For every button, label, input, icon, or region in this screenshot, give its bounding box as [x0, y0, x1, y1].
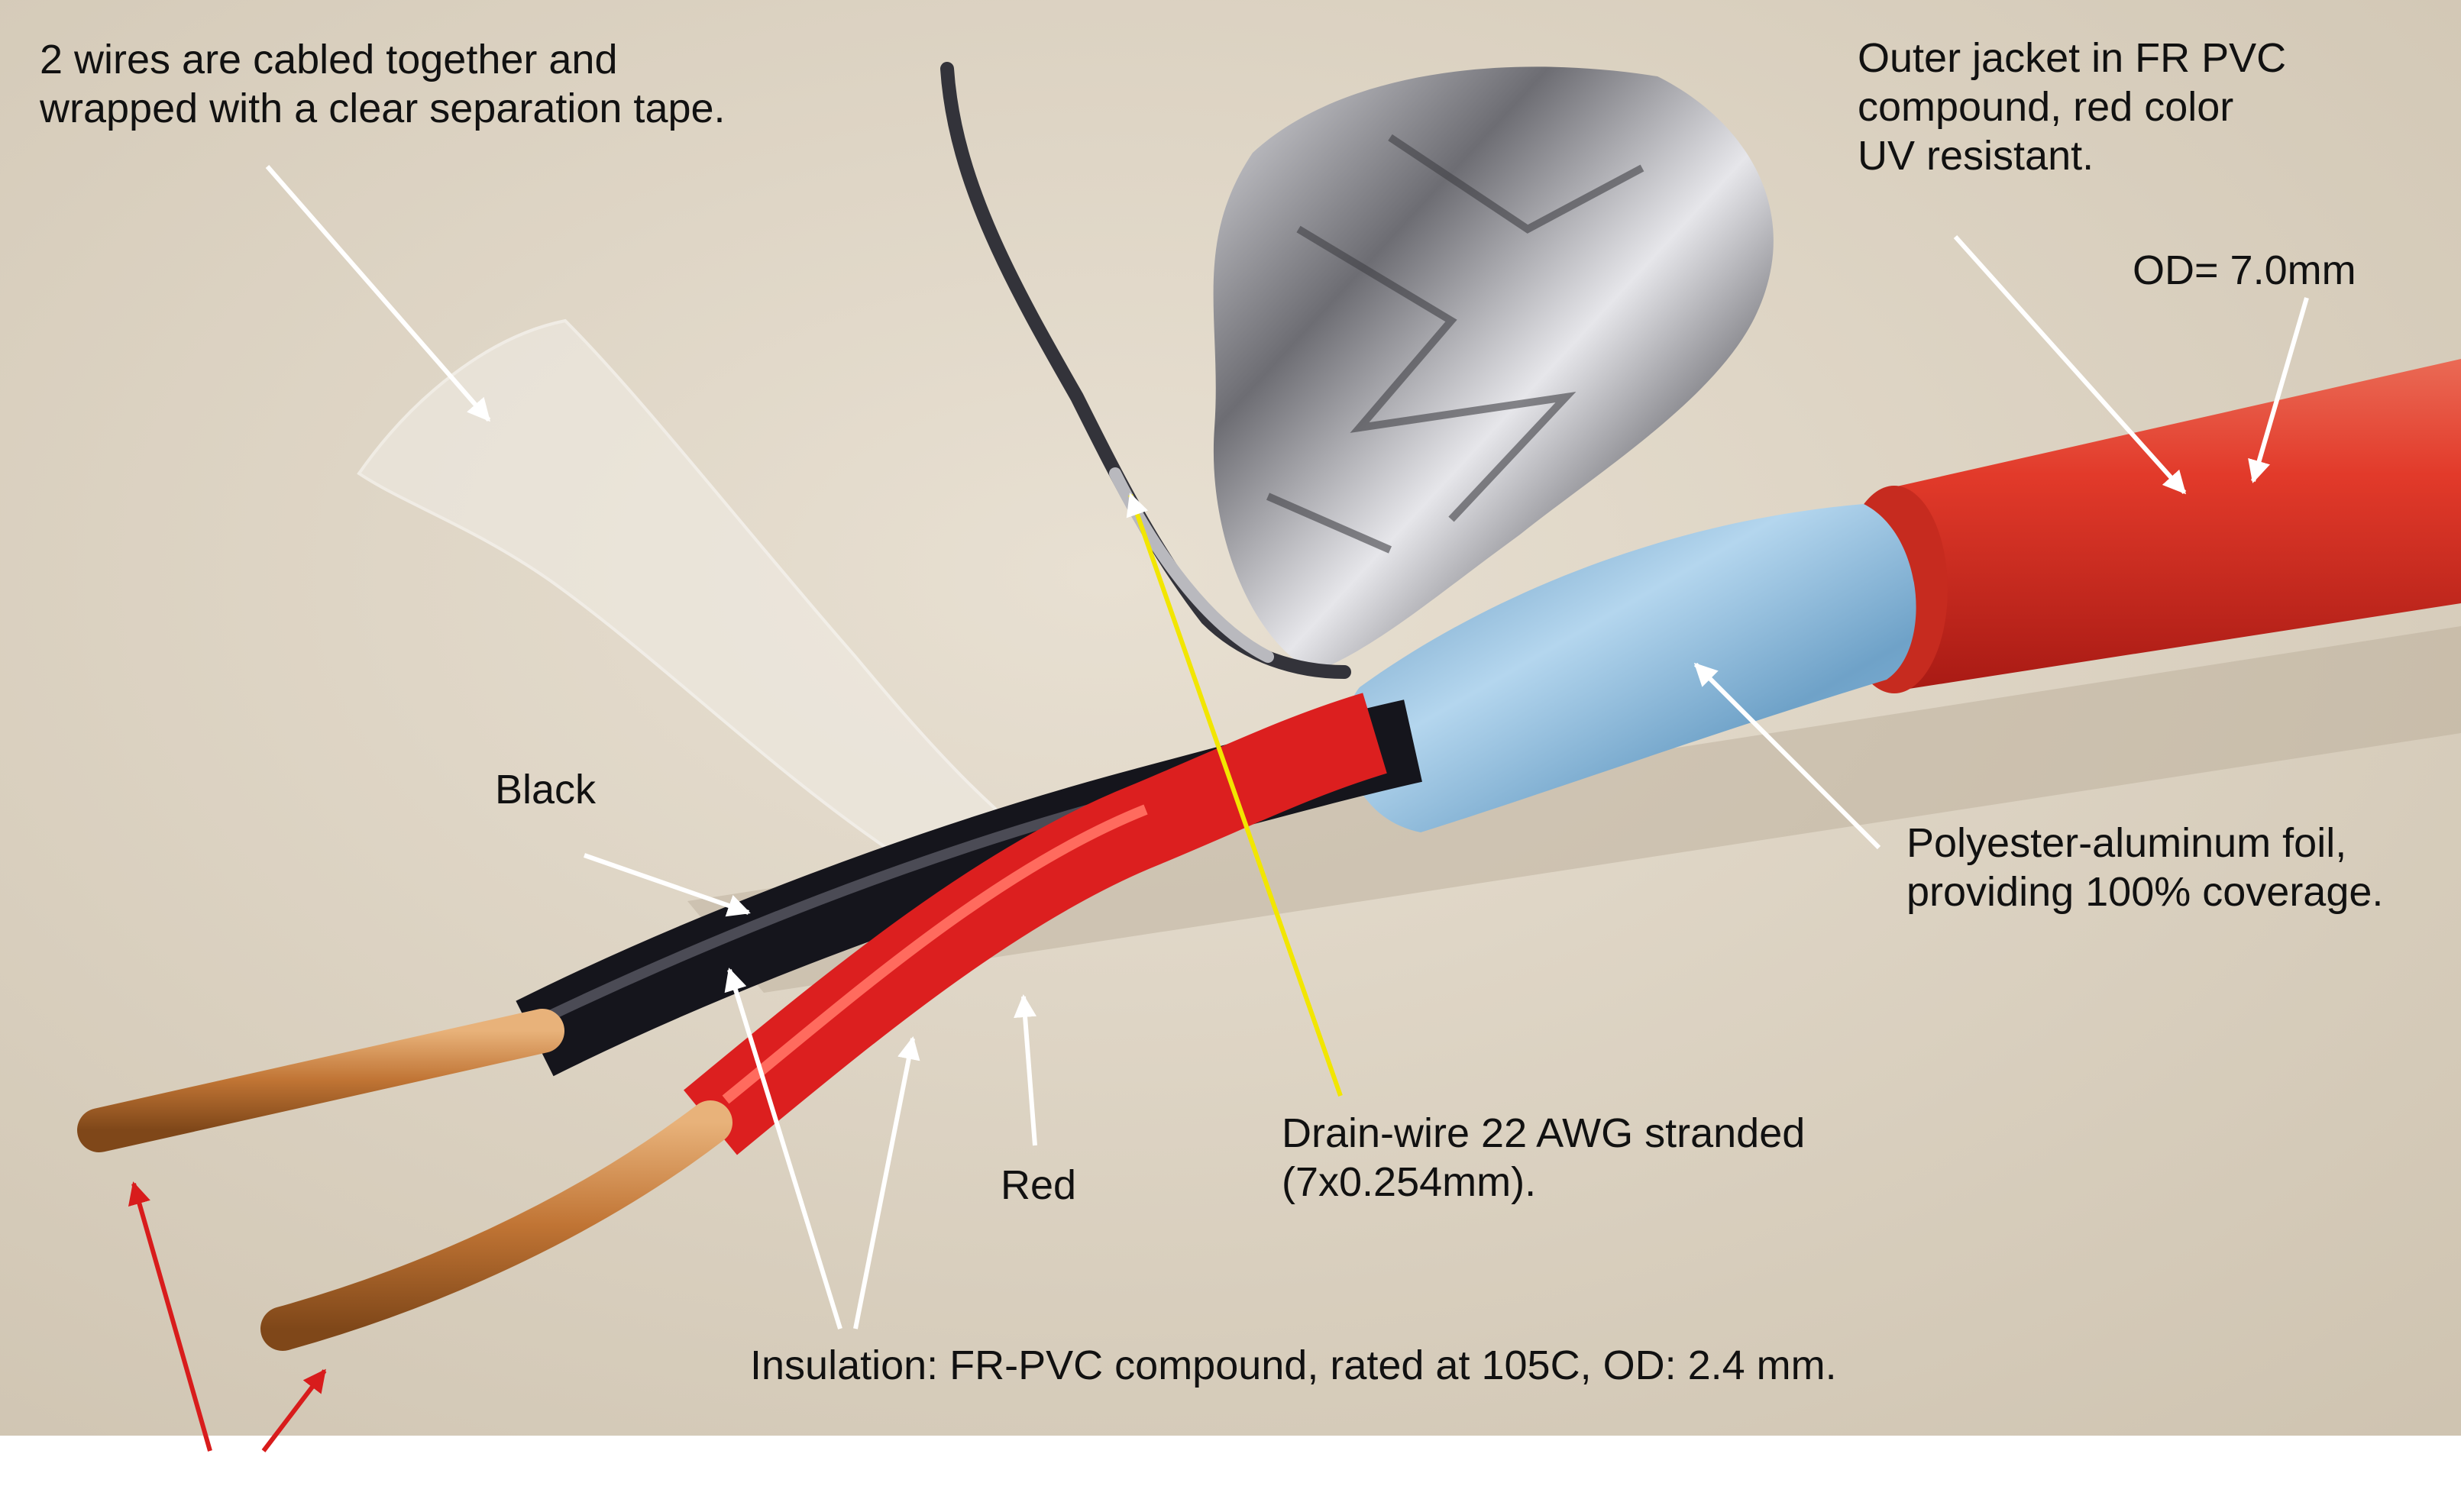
- label-foil-line2: providing 100% coverage.: [1906, 869, 2384, 915]
- label-drain-wire-line2: (7x0.254mm).: [1282, 1159, 1537, 1205]
- label-insulation-text: Insulation: FR-PVC compound, rated at 10…: [750, 1342, 1837, 1388]
- label-black: Black: [495, 765, 596, 814]
- label-separation-tape-line2: wrapped with a clear separation tape.: [40, 86, 726, 131]
- arrow-od: [2248, 297, 2309, 483]
- label-outer-jacket: Outer jacket in FR PVC compound, red col…: [1858, 34, 2286, 180]
- silver-foil-flap: [1213, 66, 1774, 672]
- black-wire-copper: [77, 1009, 564, 1152]
- label-separation-tape: 2 wires are cabled together and wrapped …: [40, 35, 726, 133]
- label-od: OD= 7.0mm: [2133, 246, 2356, 295]
- red-wire-highlight: [722, 804, 1148, 1104]
- arrow-insulation-red: [853, 1036, 920, 1329]
- label-outer-jacket-line1: Outer jacket in FR PVC: [1858, 35, 2287, 81]
- label-od-text: OD= 7.0mm: [2133, 247, 2356, 293]
- label-outer-jacket-line3: UV resistant.: [1858, 133, 2094, 179]
- arrow-copper-2: [261, 1368, 327, 1452]
- black-wire-highlight: [547, 789, 1147, 1021]
- label-foil-line1: Polyester-aluminum foil,: [1906, 820, 2347, 866]
- arrow-red: [1014, 994, 1037, 1146]
- arrow-foil: [1693, 662, 1881, 850]
- silver-foil-creases: [1266, 134, 1644, 554]
- label-insulation: Insulation: FR-PVC compound, rated at 10…: [750, 1341, 1837, 1390]
- outer-jacket: [1855, 359, 2461, 691]
- arrow-black: [584, 853, 751, 917]
- arrow-copper-1: [128, 1181, 212, 1452]
- label-foil: Polyester-aluminum foil, providing 100% …: [1906, 819, 2383, 916]
- label-black-text: Black: [495, 767, 597, 813]
- label-separation-tape-line1: 2 wires are cabled together and: [40, 37, 618, 82]
- label-outer-jacket-line2: compound, red color: [1858, 84, 2234, 130]
- red-wire-copper: [260, 1100, 732, 1351]
- arrow-insulation-black: [724, 968, 842, 1329]
- arrow-drain-wire: [1126, 493, 1343, 1097]
- red-wire: [684, 693, 1387, 1155]
- label-red: Red: [1001, 1161, 1076, 1210]
- label-drain-wire-line1: Drain-wire 22 AWG stranded: [1282, 1110, 1806, 1156]
- cable-photo: [0, 0, 2461, 1436]
- label-red-text: Red: [1001, 1162, 1077, 1208]
- cable-shadow: [687, 626, 2461, 993]
- arrow-separation-tape: [265, 165, 491, 422]
- arrow-outer-jacket: [1953, 234, 2187, 495]
- label-drain-wire: Drain-wire 22 AWG stranded (7x0.254mm).: [1282, 1109, 1805, 1207]
- foil-core: [1344, 504, 1916, 832]
